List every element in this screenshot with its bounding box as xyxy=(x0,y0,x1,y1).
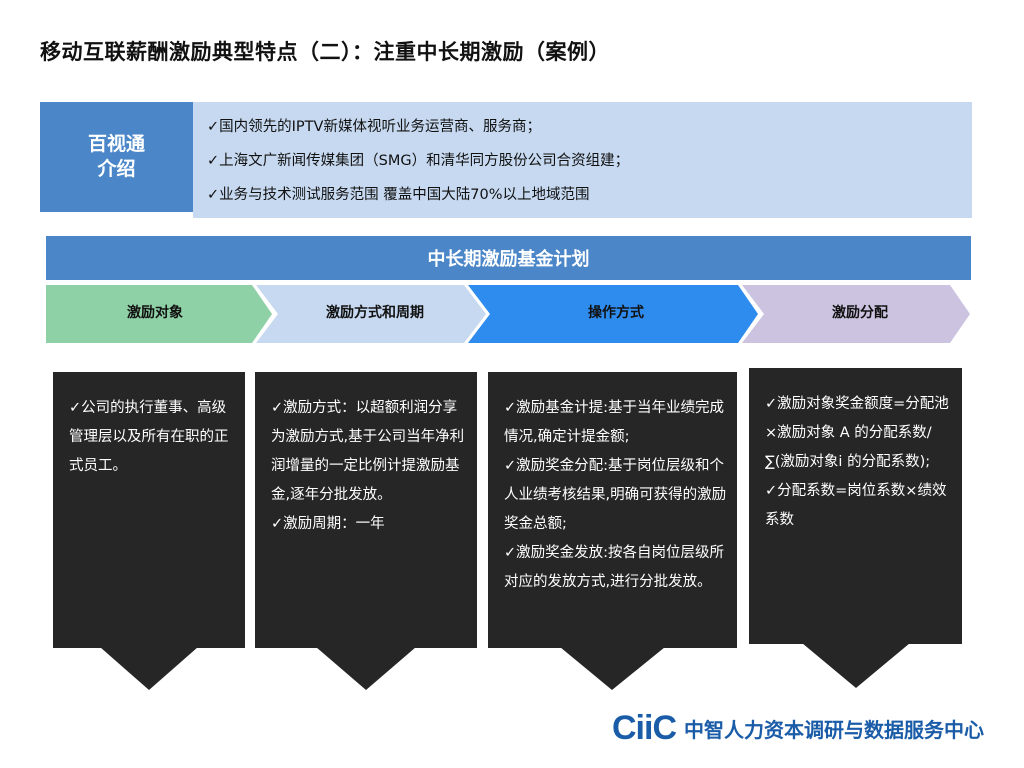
intro-box: ✓国内领先的IPTV新媒体视听业务运营商、服务商； ✓上海文广新闻传媒集团（SM… xyxy=(193,102,972,218)
card-text: ✓激励奖金分配:基于岗位层级和个人业绩考核结果,明确可获得的激励奖金总额; xyxy=(504,458,727,532)
card-text: ✓公司的执行董事、高级管理层以及所有在职的正式员工。 xyxy=(69,400,229,474)
down-arrow-icon xyxy=(316,647,416,690)
intro-line: ✓上海文广新闻传媒集团（SMG）和清华同方股份公司合资组建； xyxy=(207,153,630,169)
step-label-2: 激励方式和周期 xyxy=(326,305,424,321)
card-targets: ✓公司的执行董事、高级管理层以及所有在职的正式员工。 xyxy=(53,372,245,648)
down-arrow-icon xyxy=(560,647,665,690)
ciic-logo-text: 中智人力资本调研与数据服务中心 xyxy=(684,717,984,742)
plan-title-bar: 中长期激励基金计划 xyxy=(46,236,971,280)
page-title: 移动互联薪酬激励典型特点（二）：注重中长期激励（案例） xyxy=(40,40,610,64)
down-arrow-icon xyxy=(802,643,910,688)
chevron-step-2 xyxy=(256,285,486,343)
card-text: ✓激励对象奖金额度=分配池×激励对象 A 的分配系数/∑(激励对象i 的分配系数… xyxy=(765,396,949,470)
card-distribution: ✓激励对象奖金额度=分配池×激励对象 A 的分配系数/∑(激励对象i 的分配系数… xyxy=(749,368,962,644)
ciic-logo-mark: CiiC xyxy=(612,708,677,747)
card-text: ✓激励方式：以超额利润分享为激励方式,基于公司当年净利润增量的一定比例计提激励基… xyxy=(271,400,465,503)
card-method-cycle: ✓激励方式：以超额利润分享为激励方式,基于公司当年净利润增量的一定比例计提激励基… xyxy=(255,372,477,648)
card-operation: ✓激励基金计提:基于当年业绩完成情况,确定计提金额; ✓激励奖金分配:基于岗位层… xyxy=(488,372,737,648)
chevron-step-4 xyxy=(742,285,970,343)
step-label-4: 激励分配 xyxy=(832,305,888,321)
chevron-step-3 xyxy=(468,285,758,343)
card-text: ✓激励基金计提:基于当年业绩完成情况,确定计提金额; xyxy=(504,400,725,445)
card-text: ✓激励周期：一年 xyxy=(271,516,385,532)
intro-line: ✓业务与技术测试服务范围 覆盖中国大陆70%以上地域范围 xyxy=(207,187,590,203)
card-text: ✓分配系数=岗位系数×绩效系数 xyxy=(765,483,947,528)
step-label-3: 操作方式 xyxy=(588,305,644,321)
chevron-step-1 xyxy=(46,285,272,343)
ciic-logo: CiiC 中智人力资本调研与数据服务中心 xyxy=(612,708,984,748)
down-arrow-icon xyxy=(100,647,198,690)
step-label-1: 激励对象 xyxy=(127,305,183,321)
intro-label: 百视通介绍 xyxy=(40,102,193,212)
card-text: ✓激励奖金发放:按各自岗位层级所对应的发放方式,进行分批发放。 xyxy=(504,545,725,590)
intro-label-text: 百视通介绍 xyxy=(87,133,145,180)
intro-line: ✓国内领先的IPTV新媒体视听业务运营商、服务商； xyxy=(207,119,541,135)
